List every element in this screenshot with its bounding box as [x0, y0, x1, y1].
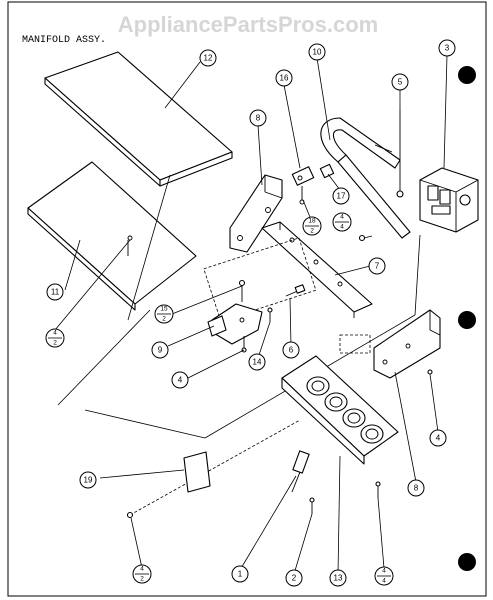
svg-text:2: 2	[53, 340, 57, 347]
callout-8-lower: 8	[407, 479, 425, 497]
fraction-callout-4-2-left: 42	[45, 328, 65, 348]
svg-text:19: 19	[84, 476, 93, 485]
svg-text:1: 1	[238, 570, 243, 579]
fraction-callout-4-4-upper: 44	[332, 212, 352, 232]
gas-valve-part	[419, 167, 479, 233]
svg-text:16: 16	[280, 74, 289, 83]
right-bracket-part	[339, 309, 441, 379]
orifice-fitting-part	[291, 166, 315, 205]
callout-9: 9	[151, 341, 169, 359]
top-panel-part	[44, 51, 233, 187]
tube-nut-part	[319, 163, 335, 179]
pipe-screw-part	[358, 234, 366, 242]
svg-text:2: 2	[162, 316, 166, 323]
callout-3: 3	[438, 39, 456, 57]
lower-panel-part	[27, 161, 197, 311]
svg-text:18: 18	[308, 218, 316, 225]
leader-lines	[57, 174, 421, 516]
svg-text:4: 4	[178, 376, 183, 385]
callout-1: 1	[231, 565, 249, 583]
svg-text:5: 5	[398, 78, 403, 87]
callout-10: 10	[308, 43, 326, 61]
callout-5: 5	[391, 73, 409, 91]
fraction-callout-18-2: 182	[302, 216, 322, 236]
svg-text:4: 4	[436, 434, 441, 443]
svg-text:10: 10	[313, 48, 322, 57]
svg-text:15: 15	[160, 306, 168, 313]
sensor-plate-part	[183, 451, 211, 493]
callout-2: 2	[285, 569, 303, 587]
callout-13: 13	[329, 569, 347, 587]
svg-text:6: 6	[289, 346, 294, 355]
igniter-bracket-part	[207, 279, 263, 353]
svg-text:4: 4	[140, 566, 144, 573]
svg-text:3: 3	[445, 44, 450, 53]
callout-leaders	[54, 54, 448, 575]
bracket-screws-part	[267, 284, 306, 322]
gas-supply-tube-part	[320, 117, 411, 239]
svg-text:7: 7	[375, 262, 380, 271]
callout-4-left: 4	[171, 371, 189, 389]
callout-12: 12	[199, 49, 217, 67]
svg-text:13: 13	[334, 574, 343, 583]
fraction-callout-15-2: 152	[154, 304, 174, 324]
svg-text:2: 2	[310, 228, 314, 235]
svg-text:8: 8	[256, 114, 261, 123]
svg-text:8: 8	[414, 484, 419, 493]
svg-text:4: 4	[382, 568, 386, 575]
left-bracket-part	[229, 174, 283, 253]
svg-text:9: 9	[158, 346, 163, 355]
svg-text:4: 4	[340, 224, 344, 231]
callout-8-upper: 8	[249, 109, 267, 127]
burner-box-part	[281, 355, 399, 465]
svg-text:4: 4	[53, 330, 57, 337]
sensor-probe-part	[126, 369, 433, 519]
callout-17: 17	[332, 187, 350, 205]
svg-text:14: 14	[253, 358, 262, 367]
callout-19: 19	[79, 471, 97, 489]
svg-text:11: 11	[51, 288, 60, 297]
svg-text:17: 17	[337, 192, 346, 201]
registration-dot-bottom	[458, 553, 476, 571]
fraction-callout-4-2-bottom: 42	[132, 564, 152, 584]
svg-text:2: 2	[140, 576, 144, 583]
diagram-frame	[7, 1, 487, 597]
valve-screw-part	[396, 110, 404, 198]
manifold-pipe-part	[203, 221, 373, 322]
svg-text:2: 2	[292, 574, 297, 583]
registration-dot-middle	[458, 311, 476, 329]
svg-text:4: 4	[340, 214, 344, 221]
svg-text:12: 12	[204, 54, 213, 63]
fraction-callout-4-4-bottom: 44	[374, 566, 394, 586]
callout-11: 11	[46, 283, 64, 301]
callout-16: 16	[275, 69, 293, 87]
callout-4-right: 4	[429, 429, 447, 447]
watermark: AppliancePartsPros.com	[118, 12, 378, 37]
callout-6: 6	[282, 341, 300, 359]
diagram-title: MANIFOLD ASSY.	[22, 35, 106, 46]
registration-dot-top	[458, 66, 476, 84]
callout-14: 14	[248, 353, 266, 371]
svg-text:4: 4	[382, 578, 386, 585]
callout-7: 7	[368, 257, 386, 275]
